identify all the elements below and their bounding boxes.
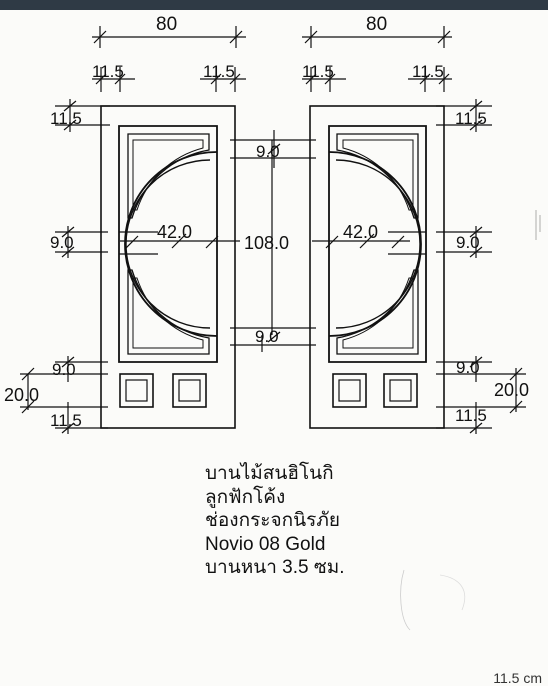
dim-left-side (20, 99, 110, 434)
corner-note: 11.5 cm (493, 670, 542, 686)
dim-width-right (302, 26, 452, 48)
label-lower-rail-right: 9.0 (456, 358, 480, 377)
caption-line-1: บานไม้สนฮิโนกิ (205, 463, 334, 484)
label-top-rail-left: 11.5 (50, 109, 82, 128)
label-stile-left-a: 11.5 (92, 62, 124, 81)
left-door (100, 105, 236, 429)
top-bar (0, 0, 548, 10)
label-radius-left: 42.0 (157, 222, 192, 242)
product-caption: บานไม้สนฮิโนกิ ลูกฟักโค้ง ช่องกระจกนิรภั… (205, 462, 345, 580)
right-door (309, 105, 445, 429)
dim-width-left (92, 26, 246, 48)
pencil-marks (400, 210, 541, 631)
dim-right-side (436, 99, 526, 434)
label-panel-left: 20.0 (4, 385, 39, 405)
dim-center (120, 130, 410, 352)
label-bottom-rail-right: 11.5 (455, 406, 487, 425)
label-stile-left-b: 11.5 (203, 62, 235, 81)
caption-line-3: ช่องกระจกนิรภัย (205, 510, 340, 531)
dim-stile-ticks (92, 67, 452, 92)
label-mid-left: 9.0 (50, 233, 74, 252)
label-bottom-rail-left: 11.5 (50, 411, 82, 430)
caption-line-2: ลูกฟักโค้ง (205, 486, 286, 508)
label-top-rail-right: 11.5 (455, 109, 487, 128)
label-lower-rail-left: 9.0 (52, 360, 76, 379)
label-height-center: 108.0 (244, 233, 289, 253)
label-mid-right: 9.0 (456, 233, 480, 252)
label-rail-top-center: 9.0 (256, 142, 280, 161)
label-panel-right: 20.0 (494, 380, 529, 400)
label-radius-right: 42.0 (343, 222, 378, 242)
label-stile-right-a: 11.5 (302, 62, 334, 81)
label-rail-bottom-center: 9.0 (255, 327, 279, 346)
caption-line-5: บานหนา 3.5 ซม. (205, 557, 345, 578)
label-width-left: 80 (156, 14, 177, 35)
caption-line-4: Novio 08 Gold (205, 533, 326, 555)
label-stile-right-b: 11.5 (412, 62, 444, 81)
label-width-right: 80 (366, 14, 387, 35)
